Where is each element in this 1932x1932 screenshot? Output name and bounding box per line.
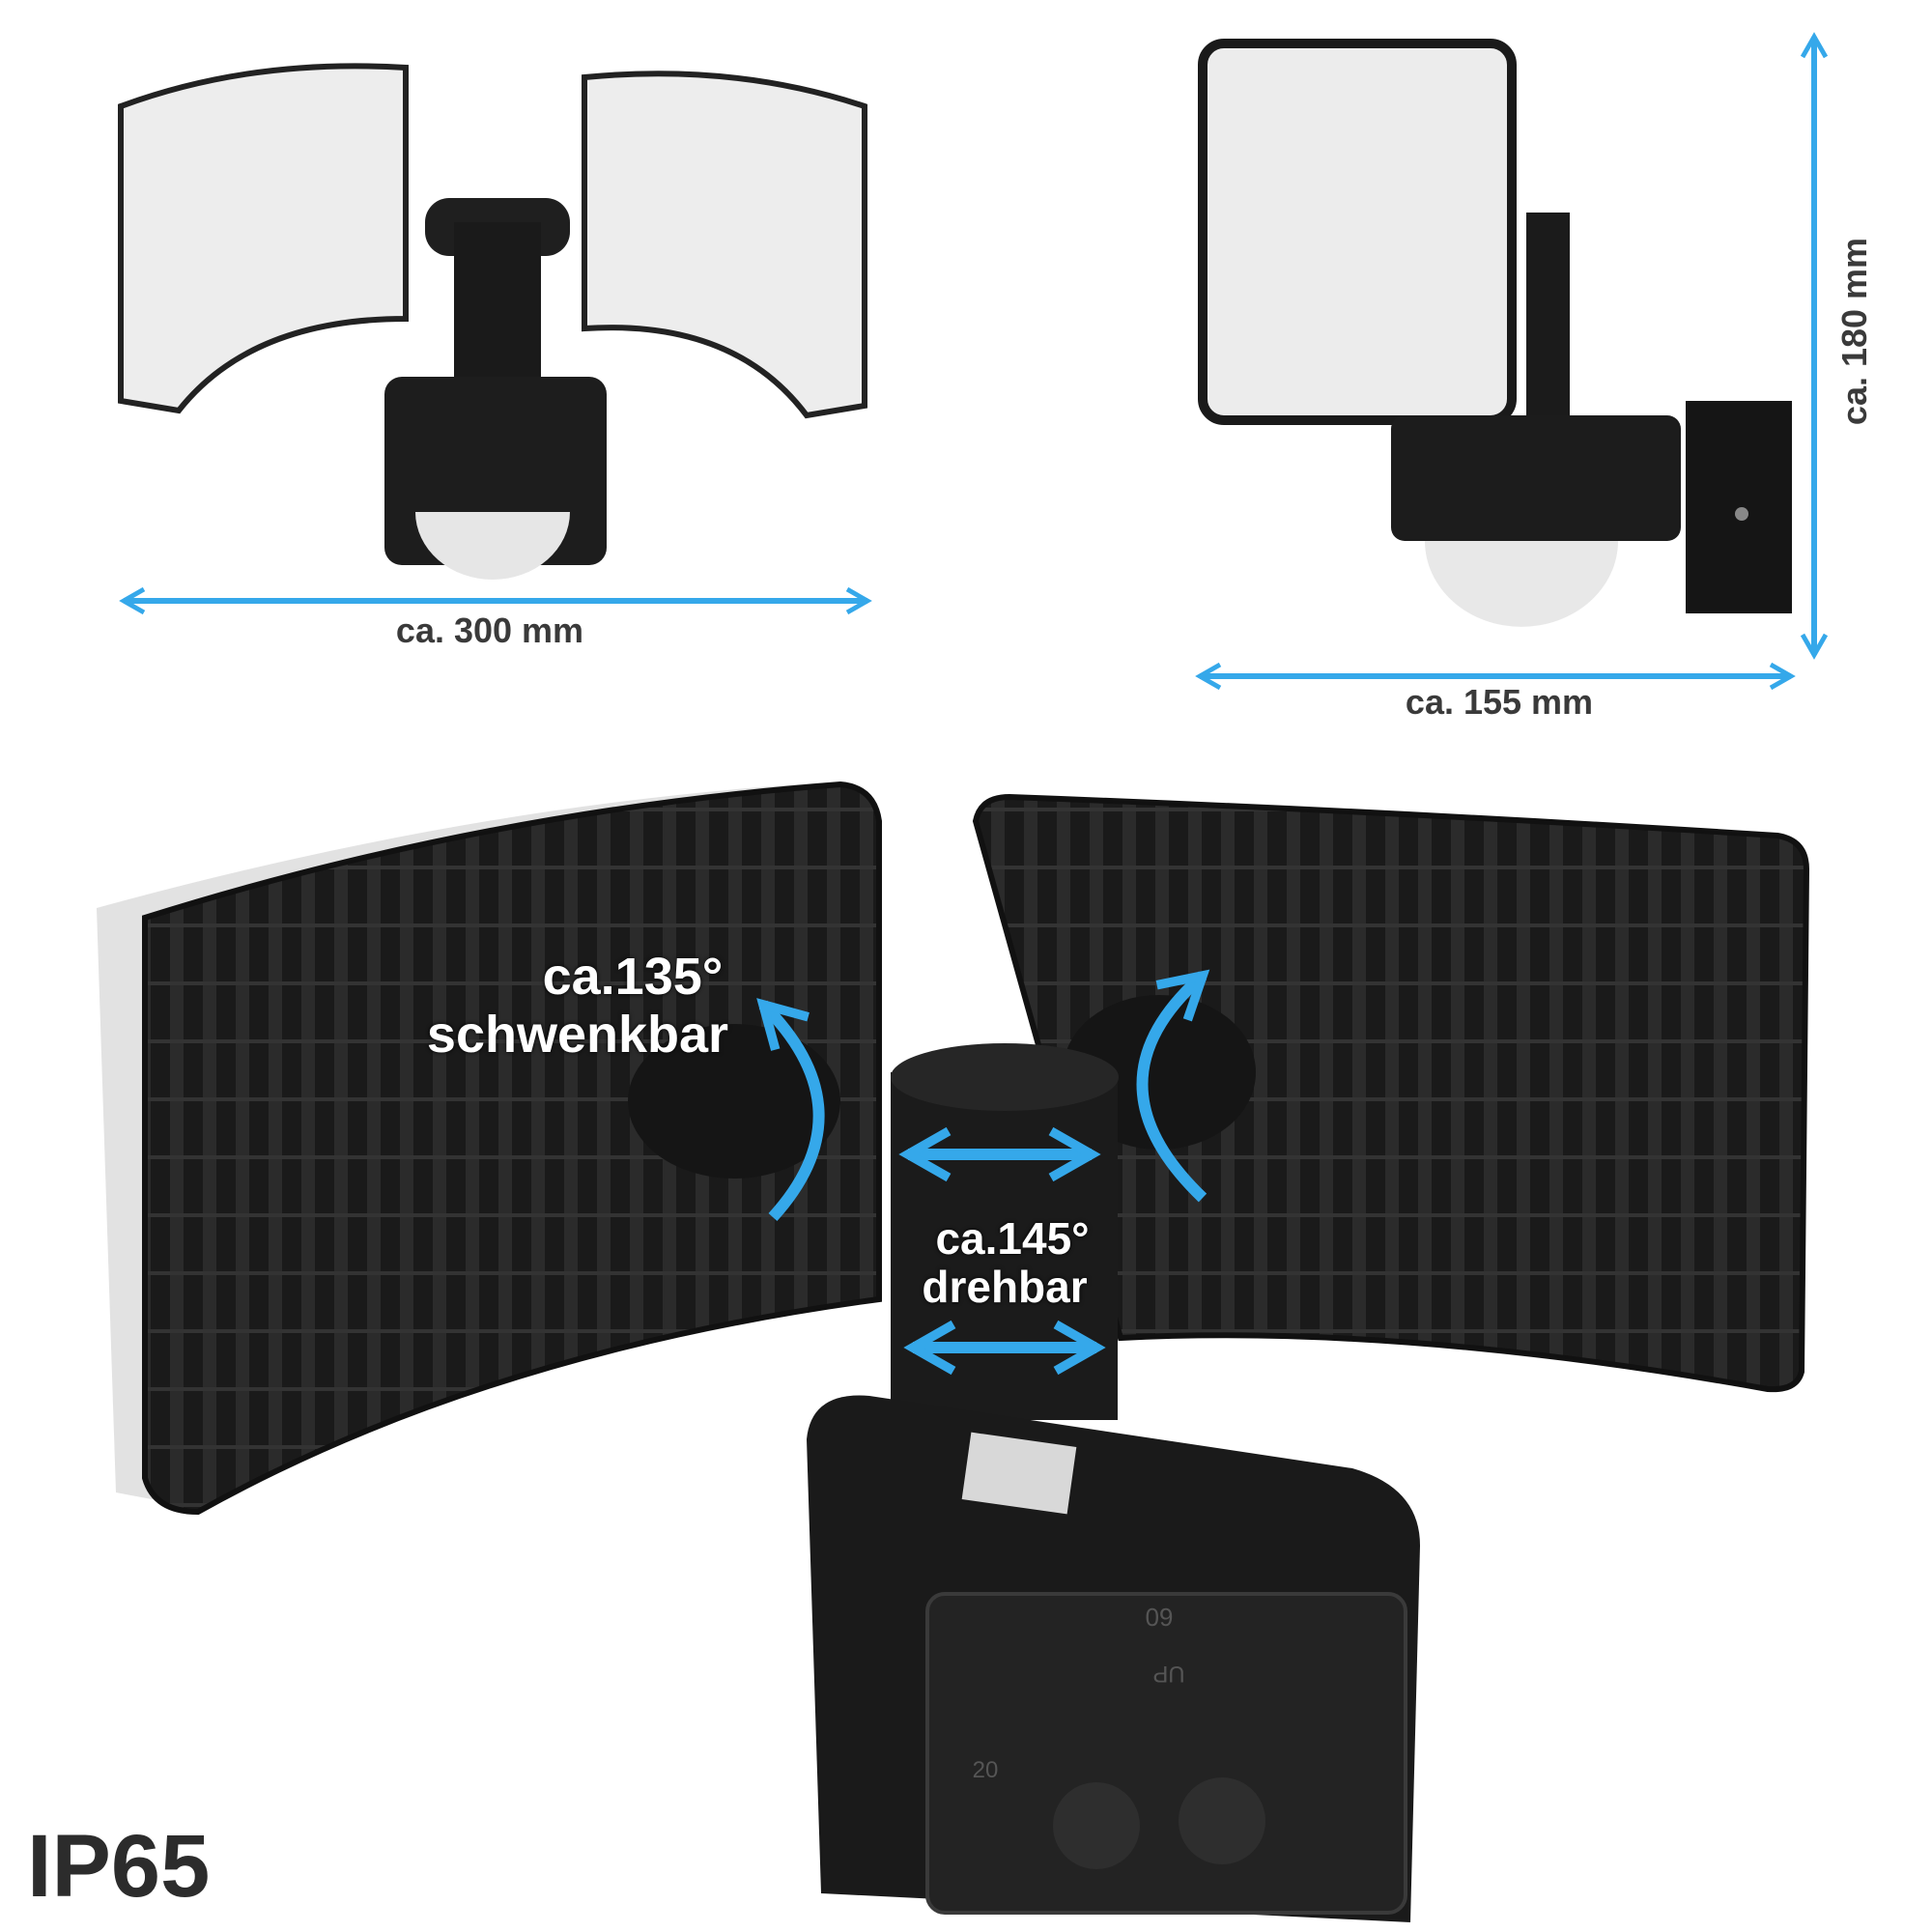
right-panel-back [972,793,1810,1393]
back-view [97,781,1810,1922]
mounting-plate [925,1592,1407,1915]
width-label: ca. 300 mm [395,611,584,650]
side-sensor-lens [1425,541,1618,627]
depth-label: ca. 155 mm [1405,682,1594,722]
marking-offset: 20 [973,1757,999,1783]
right-diffuser [582,71,867,419]
left-panel-back [142,781,882,1516]
left-diffuser [118,63,409,414]
marking-spacing: 60 [1146,1603,1174,1632]
left-hinge [628,1024,840,1179]
side-diffuser [1198,39,1517,425]
motion-sensor-lens [415,512,570,580]
height-label: ca. 180 mm [1834,237,1874,426]
wall-bracket [1686,401,1792,613]
side-view [1198,39,1792,627]
marking-up: UP [1152,1661,1184,1687]
tilt-arrow-left [756,998,825,1222]
rotate-text: drehbar [922,1262,1088,1312]
tilt-angle-label: ca.135° [542,948,724,1006]
tilt-text: schwenkbar [426,1006,729,1064]
tilt-arrow-right [1136,969,1210,1203]
stem [454,222,541,396]
rotate-angle-label: ca.145° [935,1213,1090,1264]
front-view [118,63,867,580]
side-arm [1391,415,1681,541]
rating-label [961,1432,1077,1515]
ip-rating: IP65 [27,1817,211,1916]
